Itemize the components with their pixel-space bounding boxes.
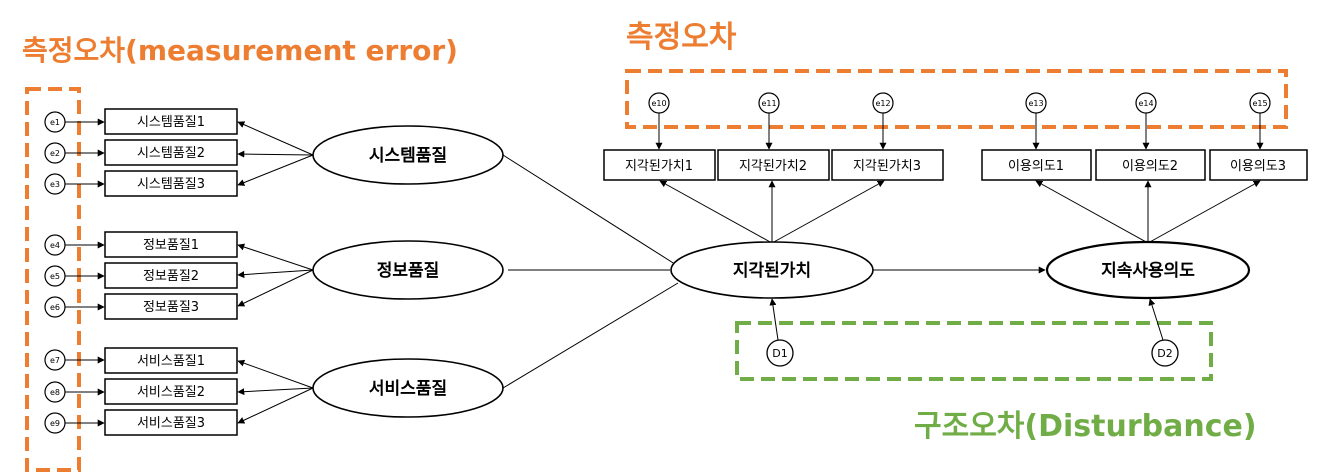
- disturbance-d1: D1: [766, 298, 794, 367]
- svg-text:D2: D2: [1157, 347, 1172, 360]
- error-term-e14: e14: [1135, 92, 1157, 150]
- error-term-e10: e10: [648, 92, 670, 150]
- error-term-e8: e8: [44, 381, 105, 403]
- error-term-e12: e12: [872, 92, 894, 150]
- svg-text:e14: e14: [1138, 99, 1153, 108]
- svg-text:서비스품질: 서비스품질: [369, 378, 447, 399]
- svg-text:e5: e5: [50, 272, 60, 281]
- indicator-box-system-2: 시스템품질2: [104, 139, 238, 166]
- svg-text:정보품질2: 정보품질2: [143, 269, 199, 284]
- indicator-box-service-2: 서비스품질2: [104, 378, 238, 405]
- svg-text:e9: e9: [50, 419, 60, 428]
- svg-text:서비스품질3: 서비스품질3: [137, 416, 205, 431]
- error-term-e1: e1: [44, 111, 105, 133]
- svg-text:e7: e7: [50, 356, 60, 365]
- svg-text:e13: e13: [1028, 99, 1043, 108]
- indicator-group-service: 서비스품질1 서비스품질2 서비스품질3: [104, 347, 314, 436]
- svg-text:e2: e2: [50, 149, 60, 158]
- svg-text:e10: e10: [651, 99, 666, 108]
- indicator-group-intent: 이용의도1 이용의도2 이용의도3: [981, 149, 1308, 244]
- svg-text:시스템품질1: 시스템품질1: [137, 115, 205, 130]
- svg-text:e4: e4: [50, 241, 60, 250]
- error-terms-top: e10 e11 e12 e13 e14 e15: [648, 92, 1271, 150]
- indicator-box-value-1: 지각된가치1: [603, 149, 716, 181]
- error-term-e9: e9: [44, 412, 105, 434]
- indicator-box-info-1: 정보품질1: [104, 231, 238, 258]
- indicator-box-info-3: 정보품질3: [104, 293, 238, 320]
- error-term-e4: e4: [44, 234, 105, 256]
- svg-text:정보품질1: 정보품질1: [143, 238, 199, 253]
- svg-text:이용의도3: 이용의도3: [1230, 159, 1286, 174]
- svg-text:지속사용의도: 지속사용의도: [1101, 261, 1195, 281]
- indicator-group-value: 지각된가치1 지각된가치2 지각된가치3: [603, 149, 944, 244]
- indicator-box-service-3: 서비스품질3: [104, 409, 238, 436]
- error-term-e6: e6: [44, 296, 105, 318]
- measurement-error-region-top: [625, 69, 1288, 129]
- indicator-box-system-3: 시스템품질3: [104, 170, 238, 197]
- svg-text:D1: D1: [772, 347, 787, 360]
- indicator-box-value-3: 지각된가치3: [831, 149, 944, 181]
- measurement-error-caption-left: 측정오차(measurement error): [22, 34, 458, 67]
- indicator-box-intent-1: 이용의도1: [981, 149, 1092, 181]
- svg-text:지각된가치3: 지각된가치3: [853, 159, 921, 174]
- svg-text:지각된가치2: 지각된가치2: [739, 159, 807, 174]
- error-term-e11: e11: [758, 92, 780, 150]
- path-service-to-value: [502, 282, 679, 389]
- latent-perceived-value: 지각된가치: [670, 241, 874, 299]
- svg-text:e6: e6: [50, 303, 60, 312]
- disturbance-region: [735, 321, 1213, 381]
- indicator-box-info-2: 정보품질2: [104, 262, 238, 289]
- error-term-e5: e5: [44, 265, 105, 287]
- latent-system-quality: 시스템품질: [312, 125, 504, 185]
- indicator-box-intent-2: 이용의도2: [1095, 149, 1206, 181]
- measurement-error-caption-top: 측정오차: [626, 20, 737, 55]
- svg-text:시스템품질: 시스템품질: [369, 145, 447, 166]
- indicator-box-value-2: 지각된가치2: [717, 149, 830, 181]
- svg-text:정보품질3: 정보품질3: [143, 300, 199, 315]
- svg-text:시스템품질2: 시스템품질2: [137, 146, 205, 161]
- svg-text:이용의도2: 이용의도2: [1122, 159, 1178, 174]
- disturbance-caption: 구조오차(Disturbance): [914, 409, 1257, 444]
- path-system-to-value: [502, 154, 679, 267]
- svg-text:서비스품질1: 서비스품질1: [137, 354, 205, 369]
- svg-text:e11: e11: [761, 99, 776, 108]
- measurement-error-region-left: [25, 87, 81, 472]
- indicator-group-info: 정보품질1 정보품질2 정보품질3: [104, 231, 314, 320]
- svg-text:e15: e15: [1252, 99, 1267, 108]
- indicator-box-service-1: 서비스품질1: [104, 347, 238, 374]
- latent-info-quality: 정보품질: [312, 240, 504, 300]
- indicator-box-intent-3: 이용의도3: [1209, 149, 1308, 181]
- svg-text:e12: e12: [875, 99, 890, 108]
- latent-service-quality: 서비스품질: [312, 358, 504, 418]
- disturbance-d2: D2: [1148, 298, 1179, 367]
- error-terms-left: e1 e2 e3 e4 e5 e6 e7 e8 e9: [44, 111, 105, 434]
- svg-text:정보품질: 정보품질: [377, 260, 440, 281]
- error-term-e2: e2: [44, 142, 105, 164]
- error-term-e13: e13: [1025, 92, 1047, 150]
- svg-text:이용의도1: 이용의도1: [1008, 159, 1064, 174]
- svg-text:시스템품질3: 시스템품질3: [137, 177, 205, 192]
- svg-text:지각된가치: 지각된가치: [733, 261, 811, 281]
- indicator-group-system: 시스템품질1 시스템품질2 시스템품질3: [104, 108, 314, 197]
- error-term-e7: e7: [44, 349, 105, 371]
- latent-continuance-intention: 지속사용의도: [1045, 240, 1251, 300]
- svg-text:e1: e1: [50, 118, 60, 127]
- svg-text:지각된가치1: 지각된가치1: [625, 159, 693, 174]
- svg-text:e8: e8: [50, 388, 60, 397]
- error-term-e3: e3: [44, 173, 105, 195]
- error-term-e15: e15: [1249, 92, 1271, 150]
- indicator-box-system-1: 시스템품질1: [104, 108, 238, 135]
- svg-text:e3: e3: [50, 180, 60, 189]
- svg-text:서비스품질2: 서비스품질2: [137, 385, 205, 400]
